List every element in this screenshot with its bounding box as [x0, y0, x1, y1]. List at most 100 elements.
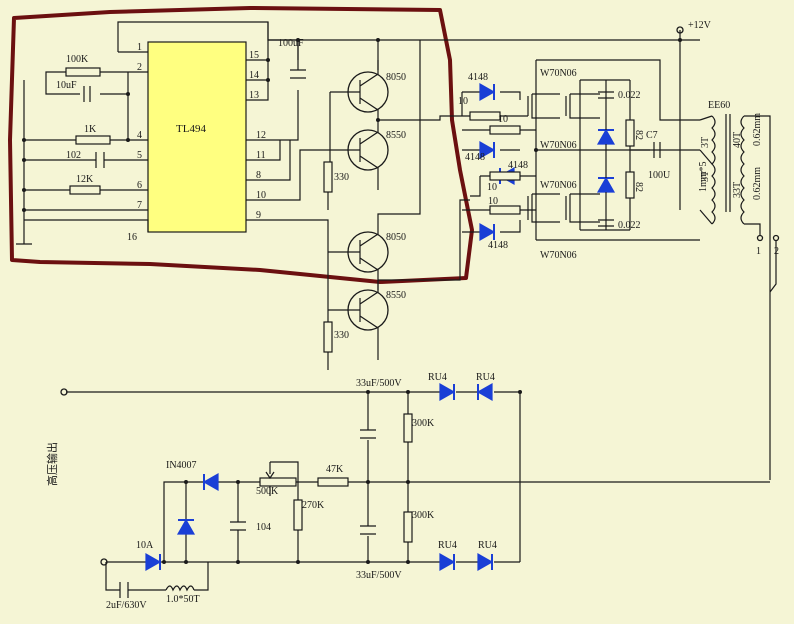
- wire-q2: [327, 199, 470, 370]
- transistor-8550-top: [328, 120, 389, 190]
- diode-4148b: [479, 140, 496, 160]
- transistor-8550-bottom: [328, 280, 389, 360]
- resistor-10b: [489, 125, 521, 135]
- pin-5: 5: [137, 150, 142, 161]
- resistor-270k: [293, 499, 303, 531]
- label-2uf: 2uF/630V: [106, 600, 147, 611]
- label-tr-s1w: 0.62mm: [752, 113, 763, 146]
- pin-14: 14: [249, 70, 259, 81]
- ic-name: TL494: [176, 123, 206, 135]
- label-10b: 10: [498, 114, 508, 125]
- capacitor-33uf-bottom: [360, 525, 376, 535]
- label-vcc: +12V: [688, 20, 712, 31]
- label-ru4b: RU4: [476, 372, 495, 383]
- diode-ru4a: [439, 382, 456, 402]
- vcc-terminal: [676, 26, 684, 34]
- label-m3: W70N06: [540, 180, 577, 191]
- diode-4148a: [479, 82, 496, 102]
- label-in4007: IN4007: [166, 460, 197, 471]
- capacitor-c7: [653, 142, 661, 158]
- label-104: 104: [256, 522, 271, 533]
- label-300ka: 300K: [412, 418, 435, 429]
- resistor-12k: [69, 185, 101, 195]
- label-ru4c: RU4: [438, 540, 457, 551]
- resistor-300k-bottom: [403, 511, 413, 543]
- label-10uf: 10uF: [56, 80, 77, 91]
- diode-4148d: [479, 222, 496, 242]
- label-100uf: 100uF: [278, 38, 304, 49]
- label-tr-p2: 3T: [700, 171, 711, 182]
- capacitor-022b: [598, 219, 614, 227]
- diode-ru4d: [477, 552, 494, 572]
- label-33uf-b: 33uF/500V: [356, 570, 402, 581]
- label-8050a: 8050: [386, 72, 406, 83]
- label-c7v: 100U: [648, 170, 671, 181]
- label-4148a: 4148: [468, 72, 488, 83]
- pin-16: 16: [127, 232, 137, 243]
- pin-6: 6: [137, 180, 142, 191]
- resistor-300k-top: [403, 413, 413, 443]
- label-10c: 10: [487, 182, 497, 193]
- label-300kb: 300K: [412, 510, 435, 521]
- resistor-82b: [625, 171, 635, 199]
- capacitor-33uf-top: [360, 429, 376, 439]
- diode-ru4b: [476, 382, 493, 402]
- resistor-47k: [317, 477, 349, 487]
- label-022b: 0.022: [618, 220, 641, 231]
- mosfet-4: [565, 193, 600, 223]
- label-4148c: 4148: [508, 160, 528, 171]
- junction-dots: [22, 38, 682, 564]
- pin-9: 9: [256, 210, 261, 221]
- resistor-10d: [489, 205, 521, 215]
- label-tr-pw: 1mm*5: [698, 161, 709, 192]
- label-ee60: EE60: [708, 100, 730, 111]
- wire-q1: [327, 92, 462, 210]
- pin-15: 15: [249, 50, 259, 61]
- gate-drive-wiring: [461, 59, 700, 241]
- label-10a: 10: [458, 96, 468, 107]
- pin-12: 12: [256, 130, 266, 141]
- pin-1: 1: [137, 42, 142, 53]
- label-tr-s2: 33T: [732, 182, 743, 198]
- diode-ru4c: [439, 552, 456, 572]
- label-m2: W70N06: [540, 140, 577, 151]
- body-diode-top: [596, 128, 616, 145]
- capacitor-102: [95, 152, 105, 168]
- label-330a: 330: [334, 172, 349, 183]
- potentiometer-500k: [259, 477, 297, 487]
- label-m1: W70N06: [540, 68, 577, 79]
- label-4148d: 4148: [488, 240, 508, 251]
- label-33uf-a: 33uF/500V: [356, 378, 402, 389]
- resistor-330b: [323, 321, 333, 353]
- label-4148b: 4148: [465, 152, 485, 163]
- pot-wiper: [265, 462, 275, 480]
- pin-2: 2: [137, 62, 142, 73]
- label-022a: 0.022: [618, 90, 641, 101]
- label-hv-output: 高压输出: [45, 442, 59, 486]
- mosfet-1: [527, 93, 560, 119]
- diode-10a: [145, 552, 162, 572]
- label-8050b: 8050: [386, 232, 406, 243]
- capacitor-2uf: [119, 582, 129, 598]
- label-ru4a: RU4: [428, 372, 447, 383]
- transformer-ee60: [699, 114, 771, 480]
- pin-4: 4: [137, 130, 142, 141]
- hv-terminal-top: [60, 388, 68, 396]
- transistor-8050-top: [330, 60, 389, 120]
- diode-in4007: [202, 472, 219, 492]
- label-inductor: 1.0*50T: [166, 594, 200, 605]
- label-c7: C7: [646, 130, 658, 141]
- label-102: 102: [66, 150, 81, 161]
- pin-13: 13: [249, 90, 259, 101]
- terminal-2: [772, 234, 780, 242]
- pin-8: 8: [256, 170, 261, 181]
- label-330b: 330: [334, 330, 349, 341]
- inductor: [165, 585, 195, 592]
- highlight-outline: [8, 6, 474, 284]
- pin-11: 11: [256, 150, 266, 161]
- label-12k: 12K: [76, 174, 94, 185]
- terminal-1: [756, 234, 764, 242]
- label-10d: 10: [488, 196, 498, 207]
- body-diode-bottom: [596, 176, 616, 193]
